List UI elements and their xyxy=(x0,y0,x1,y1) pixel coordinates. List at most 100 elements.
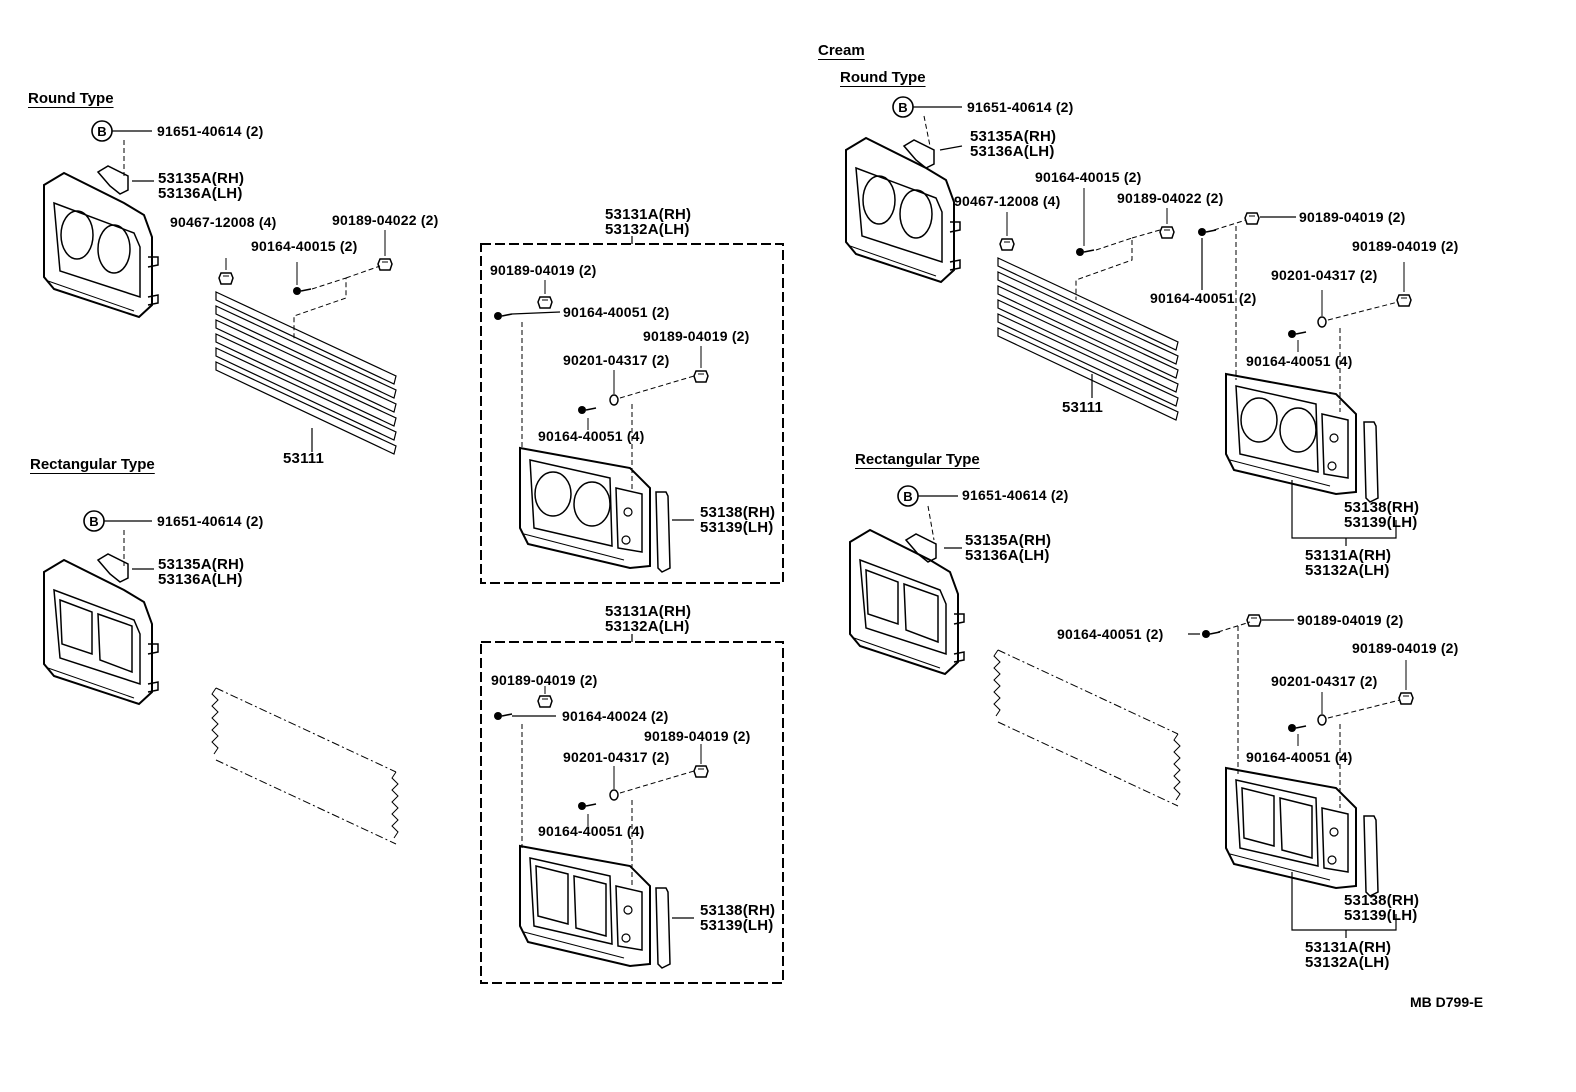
badge-b-icon: B xyxy=(91,120,113,142)
part-label: 53111 xyxy=(283,450,325,467)
part-label: 53111 xyxy=(1062,399,1104,416)
right-rect-headlamp-door xyxy=(849,529,965,675)
part-label: 90189-04019 (2) xyxy=(1352,238,1459,254)
screw-icon xyxy=(577,801,597,811)
part-label: 90164-40015 (2) xyxy=(1035,169,1142,185)
part-label: 53136A(LH) xyxy=(965,547,1050,564)
clip-nut-icon xyxy=(1244,212,1260,225)
part-label: 53131A(RH) xyxy=(1305,939,1392,956)
part-label: 53135A(RH) xyxy=(158,556,245,573)
part-label: 53131A(RH) xyxy=(605,206,692,223)
part-label: 90189-04019 (2) xyxy=(643,328,750,344)
part-label: 90164-40051 (2) xyxy=(1057,626,1164,642)
clip-nut-icon xyxy=(1398,692,1414,705)
part-label: 53139(LH) xyxy=(700,917,774,934)
round-bezel-right xyxy=(1225,373,1379,503)
right-round-headlamp-door xyxy=(845,137,961,283)
screw-icon xyxy=(292,286,312,296)
badge-b-icon: B xyxy=(892,96,914,118)
rect-bezel-mid xyxy=(519,845,671,969)
part-label: 53135A(RH) xyxy=(158,170,245,187)
washer-icon xyxy=(609,789,619,801)
screw-icon xyxy=(1075,247,1095,257)
part-label: 90164-40051 (4) xyxy=(1246,749,1353,765)
left-grille-rect-outline xyxy=(211,687,399,845)
part-label: 90201-04317 (2) xyxy=(563,749,670,765)
part-label: 91651-40614 (2) xyxy=(962,487,1069,503)
part-label: 90164-40015 (2) xyxy=(251,238,358,254)
part-label: 91651-40614 (2) xyxy=(157,123,264,139)
round-assembly-box xyxy=(480,243,784,584)
part-label: 53138(RH) xyxy=(700,504,776,521)
badge-letter: B xyxy=(89,514,98,529)
screw-icon xyxy=(1287,723,1307,733)
part-label: 53136A(LH) xyxy=(970,143,1055,160)
left-grille-round xyxy=(215,291,397,455)
round-bezel-mid xyxy=(519,447,671,573)
part-label: 90164-40051 (4) xyxy=(538,823,645,839)
part-label: 90189-04019 (2) xyxy=(644,728,751,744)
part-label: 53139(LH) xyxy=(1344,907,1418,924)
part-label: 53132A(LH) xyxy=(605,221,690,238)
heading-cream: Cream xyxy=(818,42,865,59)
part-label: 53135A(RH) xyxy=(970,128,1057,145)
part-label: 53135A(RH) xyxy=(965,532,1052,549)
part-label: 90164-40051 (2) xyxy=(1150,290,1257,306)
part-label: 90189-04019 (2) xyxy=(491,672,598,688)
clip-nut-icon xyxy=(1159,226,1175,239)
left-round-headlamp-door xyxy=(43,165,159,318)
badge-letter: B xyxy=(97,124,106,139)
clip-nut-icon xyxy=(537,695,553,708)
part-label: 90189-04019 (2) xyxy=(1299,209,1406,225)
washer-icon xyxy=(1317,714,1327,726)
badge-b-icon: B xyxy=(897,485,919,507)
screw-icon xyxy=(493,311,513,321)
heading-round-type-right: Round Type xyxy=(840,69,926,86)
badge-letter: B xyxy=(898,100,907,115)
part-label: 90189-04022 (2) xyxy=(1117,190,1224,206)
right-grille-round xyxy=(997,257,1179,421)
heading-round-type-left: Round Type xyxy=(28,90,114,107)
diagram-code: MB D799-E xyxy=(1410,994,1484,1010)
part-label: 90189-04019 (2) xyxy=(1352,640,1459,656)
part-label: 53136A(LH) xyxy=(158,571,243,588)
part-label: 91651-40614 (2) xyxy=(157,513,264,529)
part-label: 91651-40614 (2) xyxy=(967,99,1074,115)
clip-nut-icon xyxy=(377,258,393,271)
part-label: 90201-04317 (2) xyxy=(563,352,670,368)
screw-icon xyxy=(1197,227,1217,237)
part-label: 53132A(LH) xyxy=(1305,562,1390,579)
clip-nut-icon xyxy=(693,370,709,383)
part-label: 53138(RH) xyxy=(700,902,776,919)
part-label: 53131A(RH) xyxy=(605,603,692,620)
badge-b-icon: B xyxy=(83,510,105,532)
part-label: 90164-40024 (2) xyxy=(562,708,669,724)
part-label: 90201-04317 (2) xyxy=(1271,673,1378,689)
part-label: 53139(LH) xyxy=(700,519,774,536)
clip-nut-icon xyxy=(999,238,1015,251)
clip-nut-icon xyxy=(218,272,234,285)
washer-icon xyxy=(609,394,619,406)
washer-icon xyxy=(1317,316,1327,328)
clip-nut-icon xyxy=(1246,614,1262,627)
part-label: 90164-40051 (4) xyxy=(538,428,645,444)
right-grille-rect-outline xyxy=(993,649,1181,807)
part-label: 53132A(LH) xyxy=(605,618,690,635)
clip-nut-icon xyxy=(537,296,553,309)
part-label: 53139(LH) xyxy=(1344,514,1418,531)
rect-bezel-right xyxy=(1225,767,1379,897)
part-label: 53136A(LH) xyxy=(158,185,243,202)
screw-icon xyxy=(577,405,597,415)
part-label: 90189-04019 (2) xyxy=(490,262,597,278)
left-rect-headlamp-door xyxy=(43,553,159,705)
part-label: 90164-40051 (4) xyxy=(1246,353,1353,369)
badge-letter: B xyxy=(903,489,912,504)
part-label: 53138(RH) xyxy=(1344,499,1420,516)
clip-nut-icon xyxy=(693,765,709,778)
part-label: 90201-04317 (2) xyxy=(1271,267,1378,283)
part-label: 53138(RH) xyxy=(1344,892,1420,909)
clip-nut-icon xyxy=(1396,294,1412,307)
part-label: 53132A(LH) xyxy=(1305,954,1390,971)
screw-icon xyxy=(1287,329,1307,339)
